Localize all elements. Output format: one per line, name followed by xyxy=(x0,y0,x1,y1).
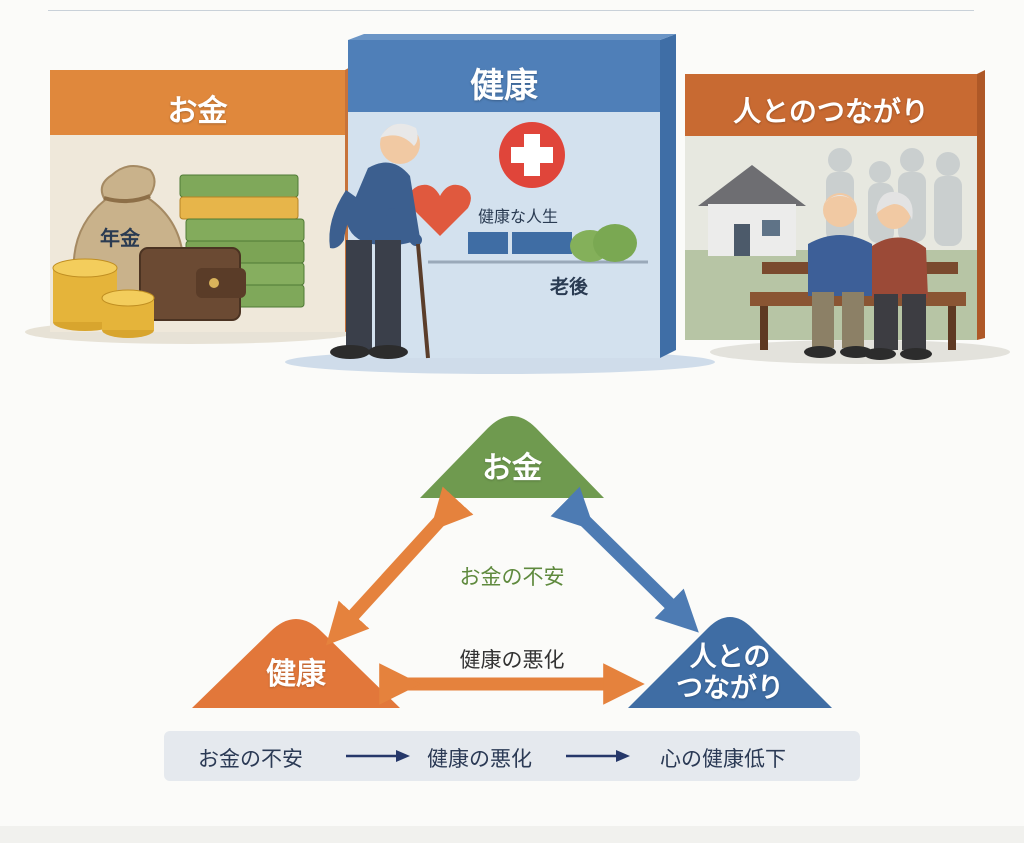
health-node-shape xyxy=(192,619,400,708)
chain-arrow-icon xyxy=(346,750,410,762)
coins-icon xyxy=(52,258,155,338)
elderly-couple xyxy=(804,191,932,360)
house-icon xyxy=(698,165,806,256)
wallet-icon xyxy=(139,247,246,321)
bottom-band xyxy=(0,826,1024,843)
health-panel-title: 健康 xyxy=(470,66,538,106)
cause-effect-chain: お金の不安 健康の悪化 心の健康低下 xyxy=(164,731,860,781)
old-age-label: 老後 xyxy=(550,276,589,298)
connections-node-label-line1: 人との xyxy=(689,642,771,673)
chain-step-health-decline: 健康の悪化 xyxy=(427,747,532,771)
bush-icon xyxy=(570,224,637,262)
health-node-label: 健康 xyxy=(266,657,326,692)
red-cross-icon xyxy=(499,122,565,188)
money-node-shape xyxy=(420,416,604,498)
money-connections-arrow xyxy=(550,486,699,633)
relationship-diagram xyxy=(192,416,832,708)
connections-node-shape xyxy=(628,617,832,708)
illustration-artwork xyxy=(25,34,1010,374)
top-divider xyxy=(48,10,974,11)
chain-step-money-anxiety: お金の不安 xyxy=(198,747,303,771)
connections-node-label: 人との つながり xyxy=(650,642,810,704)
health-panel xyxy=(329,34,676,359)
illustration-banner: お金 年金 健康 健康な人生 老後 人とのつながり xyxy=(0,0,1024,400)
chain-arrow-icon xyxy=(566,750,630,762)
pension-label: 年金 xyxy=(100,226,140,250)
money-panel-title: お金 xyxy=(167,94,228,129)
chain-step-mental-health-decline: 心の健康低下 xyxy=(660,747,786,771)
connections-panel-title: 人とのつながり xyxy=(733,95,929,128)
money-node-label: お金 xyxy=(482,451,542,486)
elderly-man-with-cane xyxy=(329,123,430,359)
heart-icon xyxy=(409,184,471,236)
money-anxiety-label: お金の不安 xyxy=(459,565,565,589)
connections-panel xyxy=(685,70,985,360)
health-decline-label: 健康の悪化 xyxy=(459,648,565,672)
money-health-arrow xyxy=(325,486,474,646)
healthy-life-label: 健康な人生 xyxy=(478,207,559,226)
connections-node-label-line2: つながり xyxy=(676,673,784,705)
